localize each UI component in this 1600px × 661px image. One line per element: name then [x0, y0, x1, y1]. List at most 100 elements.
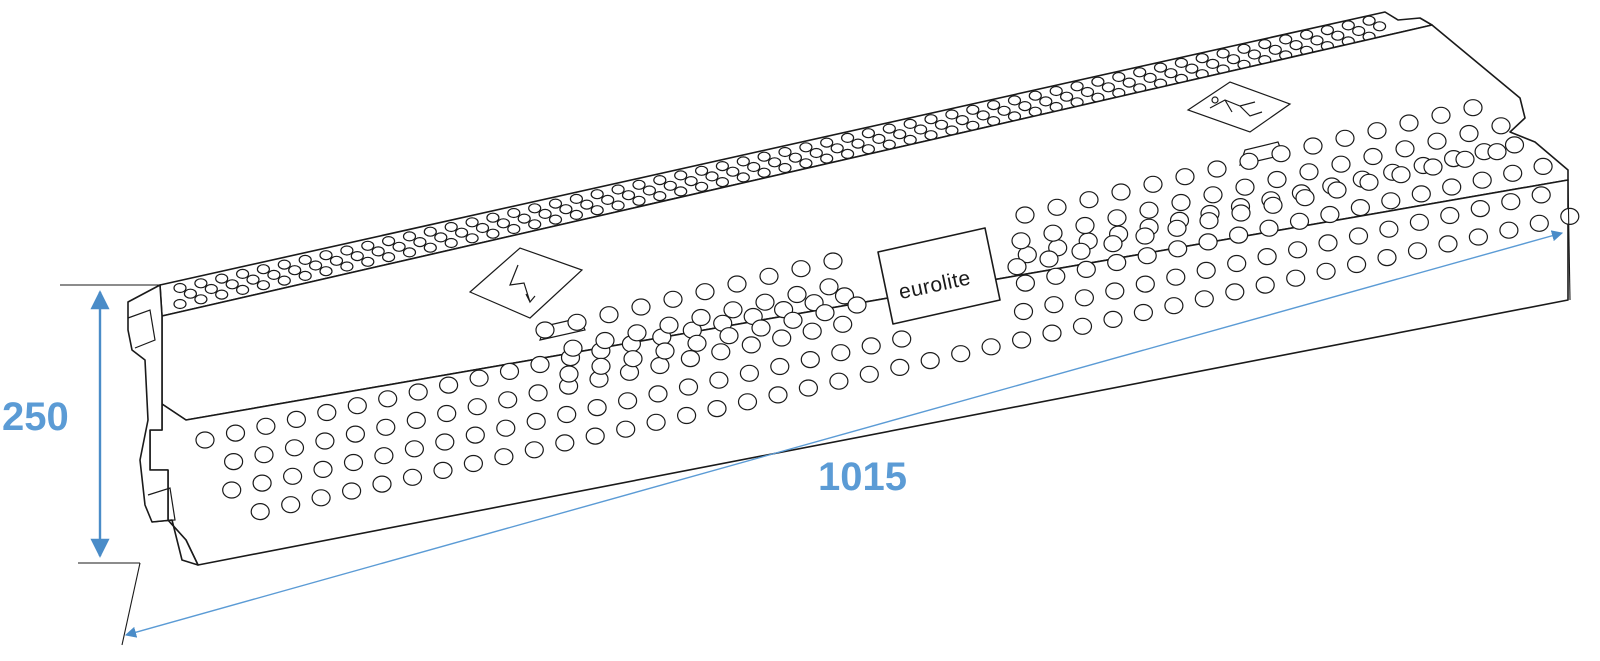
stud — [1164, 297, 1184, 315]
stud — [770, 357, 790, 376]
stud — [1362, 15, 1376, 26]
stud — [1203, 186, 1223, 204]
stud — [507, 223, 521, 235]
stud — [1107, 253, 1127, 272]
stud — [1168, 240, 1188, 258]
stud — [1411, 185, 1431, 203]
stud — [1504, 136, 1525, 154]
stud — [1101, 82, 1116, 93]
stud — [759, 267, 779, 285]
stud — [1299, 163, 1319, 181]
stud — [691, 308, 711, 327]
stud — [183, 288, 197, 299]
stud — [1199, 212, 1219, 230]
stud — [494, 448, 514, 466]
stud — [1143, 175, 1163, 193]
stud — [590, 205, 604, 216]
stud — [281, 496, 301, 514]
stud — [1111, 183, 1131, 201]
stud — [632, 195, 646, 206]
stud — [715, 161, 730, 172]
stud — [1391, 166, 1411, 184]
stud — [768, 386, 788, 404]
stud — [802, 322, 822, 340]
stud — [778, 146, 792, 158]
stud — [423, 226, 437, 237]
stud — [976, 110, 990, 121]
stud — [1091, 76, 1105, 87]
stud — [833, 315, 853, 333]
stud — [563, 339, 583, 357]
stud — [486, 212, 500, 223]
stud — [413, 237, 427, 248]
stud — [342, 482, 362, 500]
stud — [1320, 205, 1340, 224]
stud — [1042, 324, 1062, 342]
stud — [719, 327, 739, 345]
stud — [225, 424, 246, 442]
stud — [1287, 241, 1308, 259]
stud — [627, 324, 647, 342]
stud — [569, 193, 584, 204]
stud — [648, 385, 668, 403]
stud — [1049, 85, 1063, 97]
stud — [1442, 178, 1462, 196]
stud — [791, 260, 811, 278]
stud — [559, 365, 579, 383]
stud — [569, 209, 584, 220]
stud — [751, 319, 771, 337]
stud — [723, 301, 743, 319]
stud — [1431, 106, 1451, 124]
stud — [194, 294, 208, 305]
stud — [819, 278, 839, 296]
stud — [1407, 242, 1428, 260]
stud — [1135, 275, 1155, 293]
stud — [252, 474, 272, 492]
stud — [945, 109, 959, 120]
stud — [1171, 193, 1191, 212]
stud — [1310, 35, 1324, 46]
stud — [684, 176, 698, 187]
stud — [1167, 219, 1187, 237]
stud — [924, 114, 938, 125]
stud — [378, 390, 398, 408]
stud — [548, 198, 563, 209]
stud — [1013, 302, 1034, 321]
stud — [236, 284, 250, 295]
stud — [739, 364, 760, 382]
stud — [173, 298, 187, 310]
length-label: 1015 — [818, 455, 907, 499]
stud — [1079, 191, 1099, 209]
stud — [1075, 216, 1095, 235]
stud — [737, 393, 758, 411]
stud — [1143, 72, 1157, 84]
stud — [591, 357, 611, 375]
stud — [1174, 57, 1189, 69]
stud — [861, 337, 881, 355]
stud — [1046, 267, 1066, 285]
stud — [1166, 268, 1186, 286]
stud — [1377, 249, 1397, 267]
stud — [1007, 258, 1027, 276]
stud — [1487, 143, 1507, 161]
stud — [256, 264, 270, 275]
stud — [286, 410, 306, 428]
stud — [1195, 53, 1209, 64]
stud — [535, 321, 555, 339]
stud — [611, 184, 625, 195]
stud — [256, 280, 270, 291]
stud — [799, 158, 813, 169]
stud — [951, 345, 971, 363]
stud — [1289, 39, 1303, 51]
stud — [1076, 260, 1096, 278]
stud — [861, 144, 876, 155]
stud — [778, 162, 792, 174]
stud — [361, 256, 375, 267]
stud — [469, 369, 489, 387]
stud — [1226, 54, 1241, 65]
stud — [1372, 21, 1387, 32]
stud — [1255, 276, 1275, 294]
stud — [347, 397, 367, 415]
stud — [1044, 296, 1064, 314]
